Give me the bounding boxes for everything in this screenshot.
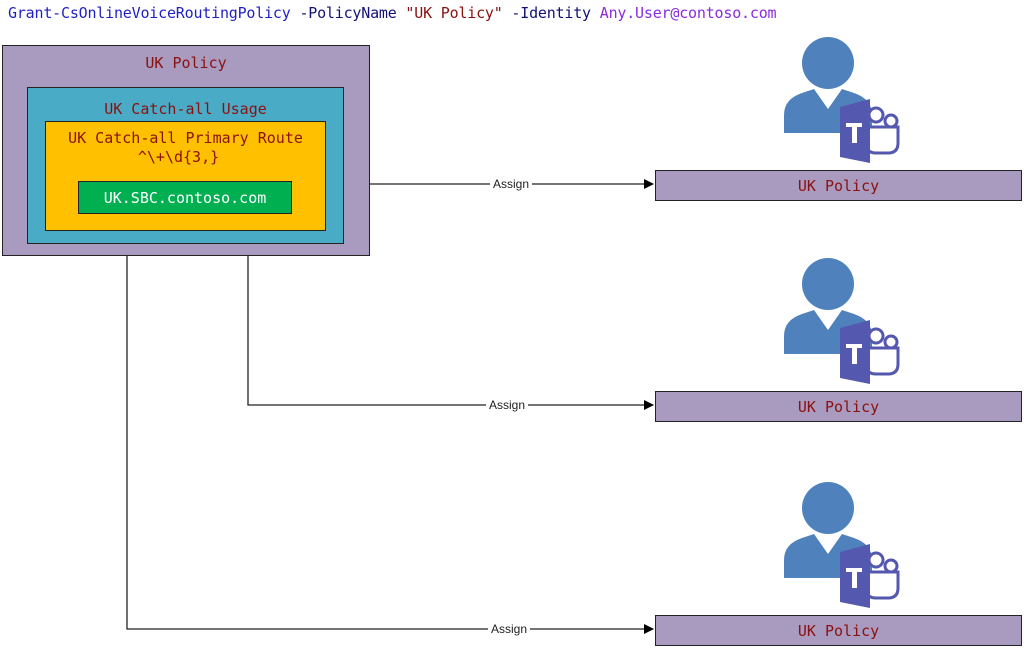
assign-label-2: Assign	[489, 398, 525, 412]
user-policy-label: UK Policy	[797, 177, 880, 195]
identity-value: Any.User@contoso.com	[599, 4, 777, 22]
powershell-command: Grant-CsOnlineVoiceRoutingPolicy -Policy…	[8, 4, 777, 22]
route-pattern: ^\+\d{3,}	[137, 148, 220, 166]
user-policy-bar-2: UK Policy	[655, 391, 1022, 422]
policy-label: UK Policy	[145, 54, 227, 72]
sbc-box: UK.SBC.contoso.com	[78, 181, 292, 214]
sbc-label: UK.SBC.contoso.com	[103, 189, 267, 207]
identity-parameter: -Identity	[511, 4, 591, 22]
user-policy-bar-3: UK Policy	[655, 615, 1022, 646]
teams-user-icon	[780, 480, 900, 608]
policyname-parameter: -PolicyName	[299, 4, 397, 22]
assign-label-1: Assign	[493, 177, 529, 191]
user-policy-label: UK Policy	[797, 622, 880, 640]
voice-route-box: UK Catch-all Primary Route ^\+\d{3,}	[45, 121, 326, 231]
route-label: UK Catch-all Primary Route	[68, 129, 303, 147]
assign-label-3: Assign	[491, 622, 527, 636]
user-policy-label: UK Policy	[797, 398, 880, 416]
user-policy-bar-1: UK Policy	[655, 170, 1022, 201]
cmdlet-name: Grant-CsOnlineVoiceRoutingPolicy	[8, 4, 291, 22]
usage-label: UK Catch-all Usage	[104, 100, 267, 118]
connector-2: Assign	[247, 256, 654, 412]
connector-3: Assign	[126, 256, 654, 636]
teams-user-icon	[780, 35, 900, 163]
teams-user-icon	[780, 256, 900, 384]
connector-1: Assign	[370, 177, 654, 191]
policyname-value: "UK Policy"	[405, 4, 503, 22]
